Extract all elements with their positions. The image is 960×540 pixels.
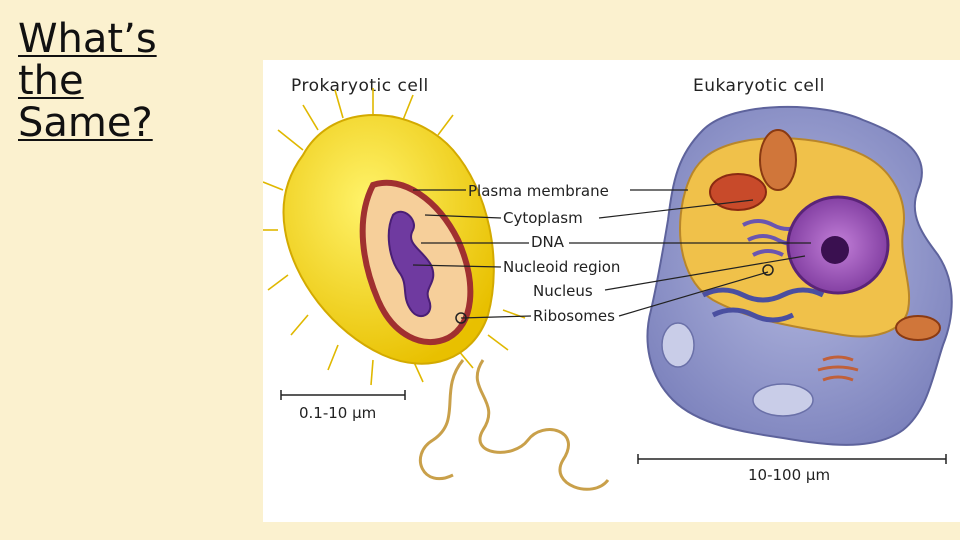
prokaryotic-cell xyxy=(263,88,610,491)
label-nucleoid-region: Nucleoid region xyxy=(503,258,620,276)
ribosome-marker xyxy=(762,264,774,276)
rough-er-shape xyxy=(701,287,825,323)
title-line-2: the xyxy=(18,58,84,104)
label-plasma-membrane: Plasma membrane xyxy=(468,182,609,200)
mitochondrion-2-shape xyxy=(895,315,941,341)
cell-diagram: Prokaryotic cell Eukaryotic cell xyxy=(263,76,953,491)
right-leader-lines xyxy=(569,189,811,317)
mitochondrion-shape xyxy=(709,173,767,211)
vacuole-shape xyxy=(661,322,695,368)
nucleolus-shape xyxy=(821,236,849,264)
label-nucleus: Nucleus xyxy=(533,282,593,300)
organelle-shape xyxy=(759,129,797,191)
label-dna: DNA xyxy=(531,233,565,251)
golgi-shape xyxy=(817,355,859,382)
prokaryote-heading: Prokaryotic cell xyxy=(291,76,429,96)
eukaryotic-cell xyxy=(646,105,953,446)
pili-group xyxy=(263,88,526,386)
cell-comparison-figure: Prokaryotic cell Eukaryotic cell xyxy=(263,60,960,522)
title-line-3: Same? xyxy=(18,100,153,146)
prokaryote-scale-label: 0.1-10 µm xyxy=(299,404,376,422)
eukaryote-scale-label: 10-100 µm xyxy=(748,466,830,484)
flagella-shape xyxy=(418,359,610,491)
dna-shape xyxy=(387,210,435,318)
slide-title: What’s the Same? xyxy=(18,18,157,144)
eukaryote-scale-bar xyxy=(637,454,947,464)
left-leader-lines xyxy=(412,189,532,319)
label-ribosomes: Ribosomes xyxy=(533,307,615,325)
label-cytoplasm: Cytoplasm xyxy=(503,209,583,227)
title-line-1: What’s xyxy=(18,16,157,62)
vesicle-shape xyxy=(752,383,814,417)
prokaryote-scale-bar xyxy=(280,390,406,400)
eukaryote-heading: Eukaryotic cell xyxy=(693,76,825,96)
